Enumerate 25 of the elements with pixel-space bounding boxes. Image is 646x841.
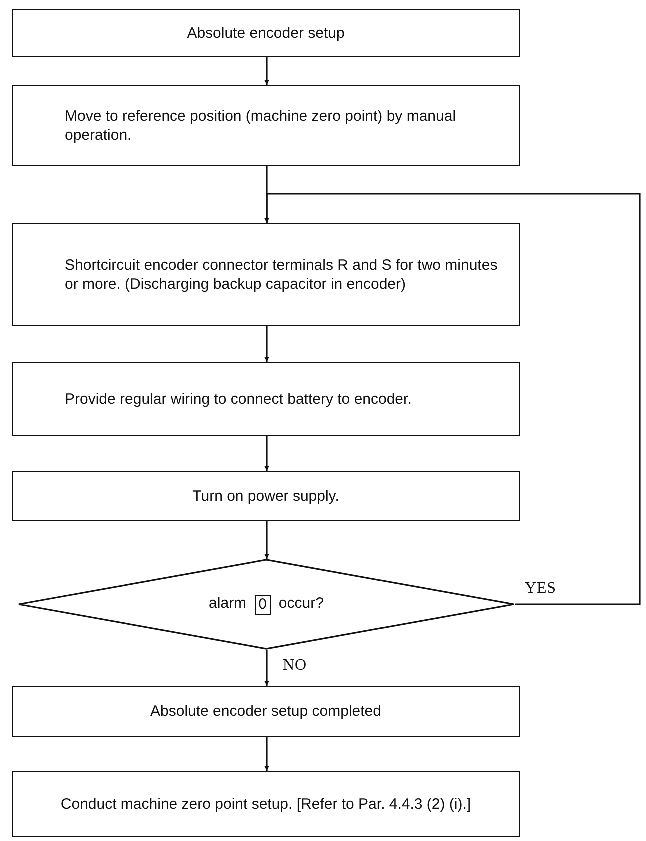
arrow [264, 436, 270, 471]
decision-text: alarm [209, 594, 247, 614]
arrow [264, 326, 270, 362]
boxed-code: 0 [254, 594, 271, 614]
process-box [12, 85, 520, 166]
process-box [12, 771, 520, 837]
arrow [264, 737, 270, 771]
process-box [12, 9, 520, 57]
step-text: Turn on power supply. [192, 486, 340, 506]
step-text: Conduct machine zero point setup. [Refer to Par. 4.4.3 (2) (i).] [60, 794, 472, 814]
arrow [264, 650, 270, 686]
process-box [12, 362, 520, 436]
step-text: Shortcircuit encoder connector terminals R and S for two minutes or more. (Discharging backup capacitor in encoder) [65, 256, 499, 294]
step-text: Absolute encoder setup completed [150, 702, 382, 721]
decision-diamond [18, 559, 515, 650]
process-box [12, 471, 520, 521]
decision-text: occur? [278, 594, 324, 614]
process-box [12, 223, 520, 326]
arrow [264, 57, 270, 85]
step-text: Move to reference position (machine zero point) by manual operation. [65, 106, 458, 144]
step-text: Absolute encoder setup [187, 24, 345, 42]
process-box [12, 686, 520, 737]
step-text: Provide regular wiring to connect battery to encoder. [65, 390, 412, 408]
arrow [264, 521, 270, 559]
arrow [264, 193, 641, 606]
